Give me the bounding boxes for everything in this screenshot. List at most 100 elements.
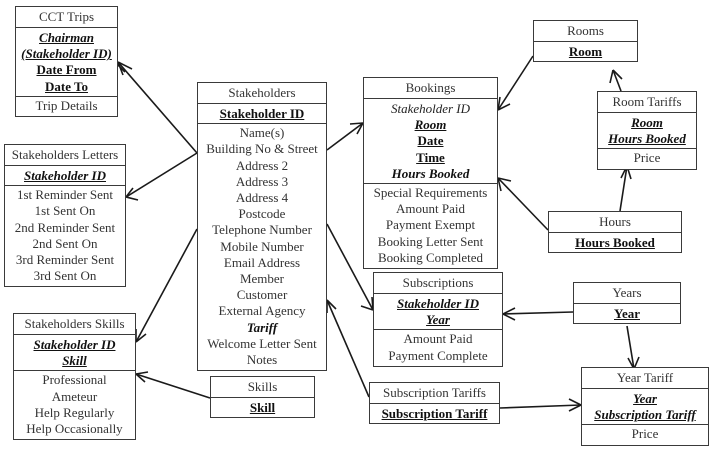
attribute-field: Help Regularly <box>34 404 115 420</box>
attribute-field: Booking Letter Sent <box>377 233 484 249</box>
key-field: Skill <box>62 353 87 369</box>
entity-title: Rooms <box>534 21 637 42</box>
entity-title: Room Tariffs <box>598 92 696 113</box>
rel-rooms-room-tariffs <box>609 69 623 92</box>
attribute-field: Building No & Street <box>206 141 318 157</box>
attribute-field: 3rd Sent On <box>33 268 97 284</box>
attribute-section: Price <box>598 149 696 168</box>
key-field: Stakeholder ID <box>24 168 106 183</box>
rel-hours-bookings <box>497 177 549 231</box>
key-field: Room <box>568 44 603 59</box>
attribute-section: Price <box>582 425 708 444</box>
key-field: Year <box>426 312 450 328</box>
rel-subscription-tariffs-year-tariff <box>499 398 582 412</box>
key-field: Hours Booked <box>608 131 686 147</box>
attribute-field: Notes <box>246 352 278 368</box>
key-field: Stakeholder ID <box>33 337 116 352</box>
key-field: Time <box>416 149 445 165</box>
key-field: Date To <box>45 78 88 94</box>
entity-title: CCT Trips <box>16 7 117 28</box>
entity-title: Stakeholders Letters <box>5 145 125 166</box>
key-section: Hours Booked <box>549 233 681 252</box>
attribute-field: Price <box>631 426 659 442</box>
entity-title: Bookings <box>364 78 497 99</box>
key-field: Room <box>414 117 447 133</box>
attribute-field: Customer <box>236 287 288 303</box>
rel-stakeholders-bookings <box>326 122 364 151</box>
attribute-field: Booking Completed <box>377 249 484 265</box>
key-field: Stakeholder ID <box>390 101 471 116</box>
attribute-field: Amount Paid <box>396 201 465 217</box>
attribute-field: Payment Exempt <box>385 217 476 233</box>
key-section: Year <box>574 304 680 323</box>
key-field: Skill <box>249 400 276 415</box>
key-field: Subscription Tariff <box>594 407 696 423</box>
rel-stakeholders-subscriptions <box>326 223 374 311</box>
rel-years-subscriptions <box>502 307 574 321</box>
entity-title: Stakeholders Skills <box>14 314 135 335</box>
attribute-field: Address 2 <box>235 157 289 173</box>
key-field: Date From <box>36 62 97 78</box>
entity-title: Subscription Tariffs <box>370 383 499 404</box>
attribute-field: External Agency <box>218 303 306 319</box>
attribute-field: Price <box>633 150 661 166</box>
rel-years-year-tariff <box>626 325 640 370</box>
key-field: Year <box>633 391 657 406</box>
key-field: Room <box>631 115 663 130</box>
attribute-field: Email Address <box>223 254 301 270</box>
attribute-field: Special Requirements <box>373 185 488 201</box>
key-section: Subscription Tariff <box>370 404 499 423</box>
attribute-field: Amount Paid <box>403 331 473 347</box>
key-section: Stakeholder ID <box>5 166 125 187</box>
attribute-field: 1st Reminder Sent <box>16 187 114 203</box>
key-field: Stakeholder ID <box>219 106 305 121</box>
key-field: Date <box>417 133 444 149</box>
entity-title: Skills <box>211 377 314 398</box>
attribute-field: 2nd Reminder Sent <box>14 219 116 235</box>
attribute-field: Mobile Number <box>220 238 304 254</box>
attribute-field: Address 4 <box>235 190 289 206</box>
rel-stakeholders-cct-trips <box>112 59 198 154</box>
attribute-field: Help Occasionally <box>26 421 123 437</box>
rel-stakeholders-skills <box>135 228 198 343</box>
attribute-section: Trip Details <box>16 97 117 116</box>
entity-title: Subscriptions <box>374 273 502 294</box>
rel-stakeholders-subscription-tariffs <box>326 299 370 398</box>
key-field: (Stakeholder ID) <box>21 46 112 62</box>
attribute-field: Welcome Letter Sent <box>207 335 317 351</box>
entity-title: Years <box>574 283 680 304</box>
rel-stakeholders-letters <box>125 152 198 201</box>
key-field: Hours Booked <box>575 235 655 250</box>
attribute-field: Telephone Number <box>212 222 312 238</box>
attribute-field: Ameteur <box>51 388 98 404</box>
key-field: Stakeholder ID <box>397 296 479 311</box>
key-section: Room <box>534 42 637 61</box>
attribute-field: Postcode <box>238 206 286 222</box>
attribute-field: Tariff <box>246 319 278 335</box>
key-field: Chairman <box>39 30 94 45</box>
attribute-field: Name(s) <box>239 125 285 141</box>
attribute-field: 3rd Reminder Sent <box>15 252 115 268</box>
key-section: Skill <box>211 398 314 417</box>
